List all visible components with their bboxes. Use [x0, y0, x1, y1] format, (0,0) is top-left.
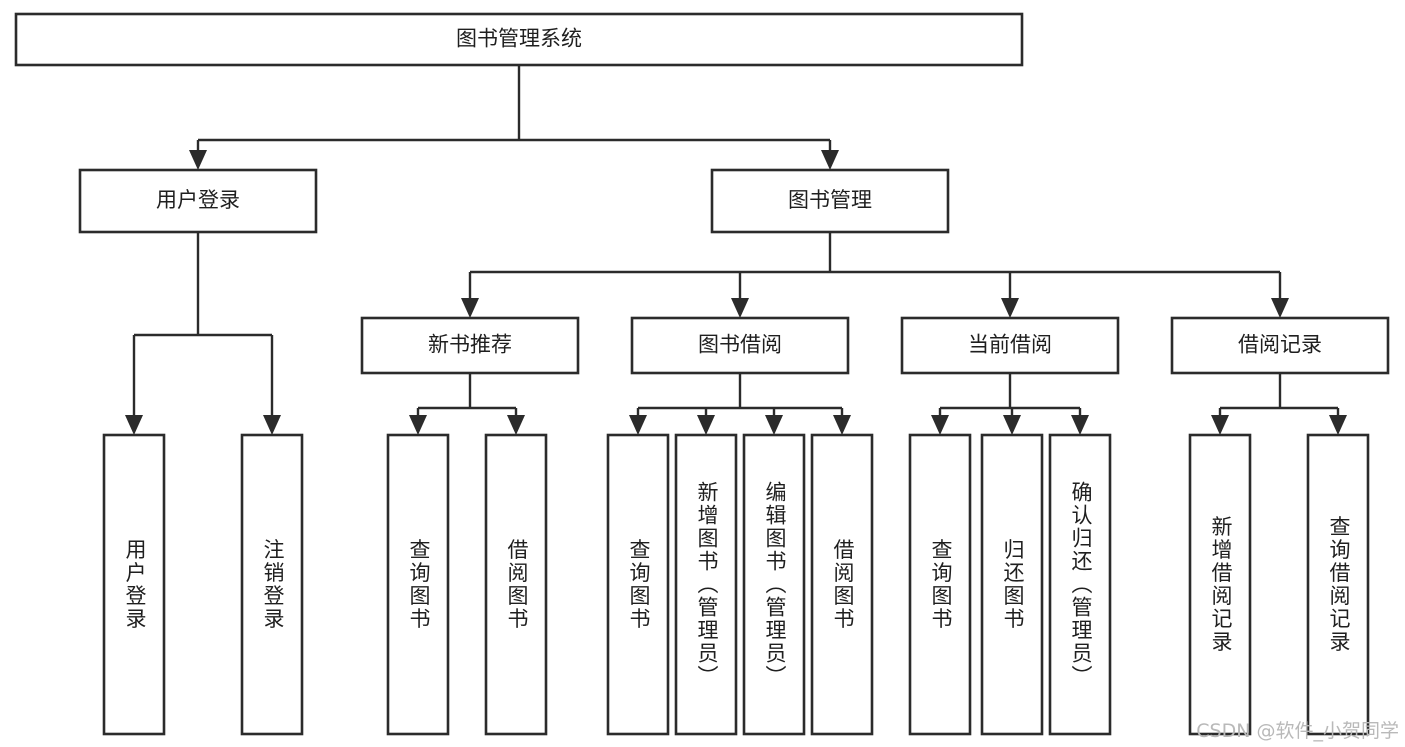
edge-arrowhead [1003, 415, 1021, 435]
node-leaf-query-record[interactable]: 查询借阅记录 [1306, 433, 1370, 736]
node-leaf-edit-book[interactable]: 编辑图书（管理员） [742, 433, 806, 736]
node-label: 用户登录 [156, 188, 240, 212]
node-label: 当前借阅 [968, 333, 1052, 357]
node-box[interactable] [1306, 433, 1370, 736]
node-leaf-return-book[interactable]: 归还图书 [980, 433, 1044, 736]
node-label: 借阅记录 [1238, 333, 1322, 357]
connector-book-borrow-to-leaves [636, 373, 844, 415]
node-box[interactable] [810, 433, 874, 736]
node-box[interactable] [14, 12, 1024, 67]
node-leaf-borrow-book-2[interactable]: 借阅图书 [810, 433, 874, 736]
edge-arrowhead [1001, 298, 1019, 318]
connector-new-book-rec-to-leaves [416, 373, 518, 415]
node-new-book-rec[interactable]: 新书推荐 [360, 316, 580, 375]
node-borrow-record[interactable]: 借阅记录 [1170, 316, 1390, 375]
node-box[interactable] [606, 433, 670, 736]
node-label: 用户登录 [123, 539, 147, 631]
connector-user-login-to-leaves [132, 232, 274, 415]
node-label: 新增图书（管理员） [695, 481, 719, 688]
node-leaf-query-book-2[interactable]: 查询图书 [606, 433, 670, 736]
node-box[interactable] [710, 168, 950, 234]
edge-arrowhead [1211, 415, 1229, 435]
node-label: 图书管理系统 [456, 27, 582, 51]
node-box[interactable] [386, 433, 450, 736]
edge-arrowhead [629, 415, 647, 435]
node-box[interactable] [980, 433, 1044, 736]
edge-arrowhead [263, 415, 281, 435]
node-label: 编辑图书（管理员） [763, 481, 787, 688]
edge-arrowhead [409, 415, 427, 435]
edge-arrowhead [125, 415, 143, 435]
edge-arrowhead [1329, 415, 1347, 435]
node-book-borrow[interactable]: 图书借阅 [630, 316, 850, 375]
node-box[interactable] [360, 316, 580, 375]
node-box[interactable] [78, 168, 318, 234]
node-box[interactable] [1170, 316, 1390, 375]
node-box[interactable] [1048, 433, 1112, 736]
node-box[interactable] [484, 433, 548, 736]
node-leaf-confirm-return[interactable]: 确认归还（管理员） [1048, 433, 1112, 736]
node-layer: 图书管理系统用户登录图书管理新书推荐图书借阅当前借阅借阅记录用户登录注销登录查询… [14, 12, 1390, 736]
node-leaf-query-book-3[interactable]: 查询图书 [908, 433, 972, 736]
node-box[interactable] [742, 433, 806, 736]
node-box[interactable] [240, 433, 304, 736]
node-label: 归还图书 [1001, 539, 1025, 631]
node-current-borrow[interactable]: 当前借阅 [900, 316, 1120, 375]
edge-arrowhead [189, 150, 207, 170]
connector-borrow-record-to-leaves [1218, 373, 1340, 415]
node-label: 确认归还（管理员） [1069, 481, 1093, 688]
edge-layer [125, 65, 1347, 435]
node-label: 新增借阅记录 [1209, 516, 1233, 654]
node-box[interactable] [1188, 433, 1252, 736]
node-leaf-add-record[interactable]: 新增借阅记录 [1188, 433, 1252, 736]
node-box[interactable] [102, 433, 166, 736]
edge-arrowhead [765, 415, 783, 435]
csdn-watermark: CSDN @软件_小贺同学 [1196, 720, 1399, 742]
node-label: 注销登录 [261, 539, 285, 631]
node-label: 新书推荐 [428, 333, 512, 357]
connector-current-borrow-to-leaves [938, 373, 1082, 415]
node-label: 查询图书 [627, 539, 651, 631]
edge-arrowhead [461, 298, 479, 318]
node-root[interactable]: 图书管理系统 [14, 12, 1024, 67]
node-user-login[interactable]: 用户登录 [78, 168, 318, 234]
node-box[interactable] [674, 433, 738, 736]
node-box[interactable] [630, 316, 850, 375]
node-book-manage[interactable]: 图书管理 [710, 168, 950, 234]
node-leaf-user-logout[interactable]: 注销登录 [240, 433, 304, 736]
connector-book-manage-to-l2 [468, 232, 1282, 298]
node-box[interactable] [908, 433, 972, 736]
node-label: 图书借阅 [698, 333, 782, 357]
edge-arrowhead [1071, 415, 1089, 435]
node-label: 借阅图书 [505, 539, 529, 631]
node-label: 借阅图书 [831, 539, 855, 631]
node-label: 查询图书 [407, 539, 431, 631]
node-label: 查询借阅记录 [1327, 516, 1351, 654]
node-label: 查询图书 [929, 539, 953, 631]
node-box[interactable] [900, 316, 1120, 375]
edge-arrowhead [1271, 298, 1289, 318]
edge-arrowhead [731, 298, 749, 318]
edge-arrowhead [507, 415, 525, 435]
edge-arrowhead [931, 415, 949, 435]
connector-root-to-l1 [196, 65, 832, 150]
node-leaf-user-login[interactable]: 用户登录 [102, 433, 166, 736]
edge-arrowhead [821, 150, 839, 170]
edge-arrowhead [697, 415, 715, 435]
node-label: 图书管理 [788, 188, 872, 212]
node-leaf-add-book[interactable]: 新增图书（管理员） [674, 433, 738, 736]
node-leaf-borrow-book-1[interactable]: 借阅图书 [484, 433, 548, 736]
edge-arrowhead [833, 415, 851, 435]
node-leaf-query-book-1[interactable]: 查询图书 [386, 433, 450, 736]
